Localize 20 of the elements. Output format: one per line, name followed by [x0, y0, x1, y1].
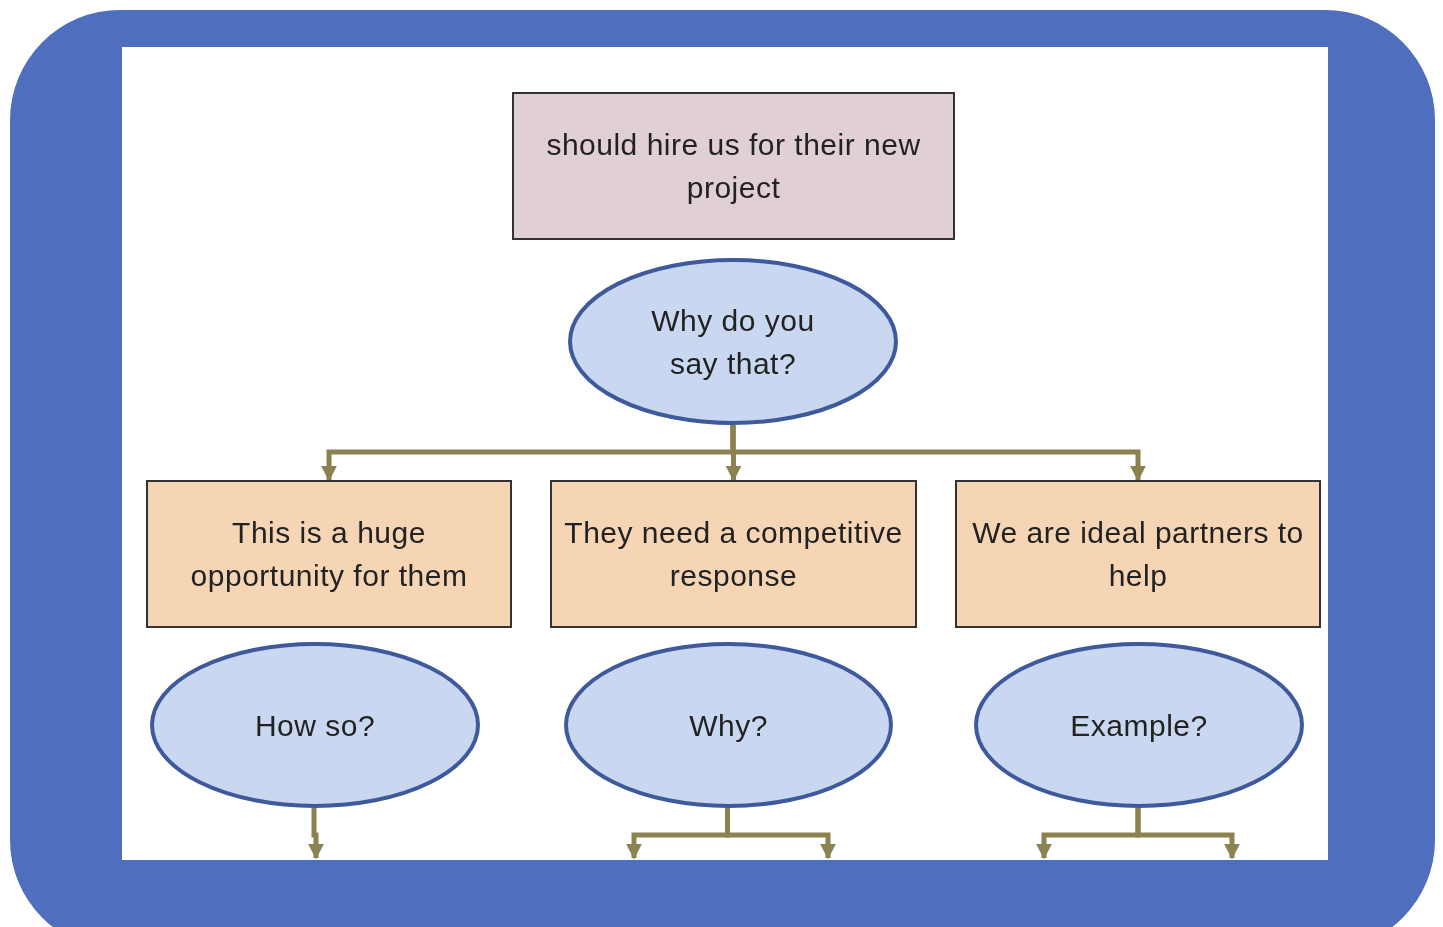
node-text: We are ideal partners to help	[971, 515, 1305, 594]
statement-box	[146, 480, 512, 628]
question-ellipse	[974, 642, 1304, 808]
node-text: This is a huge opportunity for them	[189, 515, 469, 594]
arrow	[308, 808, 324, 860]
question-ellipse	[564, 642, 893, 808]
node-text: Why?	[688, 707, 769, 744]
arrow	[730, 425, 1146, 482]
arrow	[1135, 808, 1240, 860]
node-text: How so?	[253, 707, 377, 744]
node-text: Why do you say that?	[650, 302, 816, 382]
statement-box	[550, 480, 917, 628]
statement-box	[955, 480, 1321, 628]
question-ellipse	[150, 642, 480, 808]
statement-box	[512, 92, 955, 240]
arrow	[725, 808, 836, 860]
node-text: should hire us for their new project	[545, 127, 922, 206]
node-text: They need a competitive response	[563, 515, 904, 594]
question-ellipse	[568, 258, 898, 425]
node-text: Example?	[1069, 707, 1209, 744]
